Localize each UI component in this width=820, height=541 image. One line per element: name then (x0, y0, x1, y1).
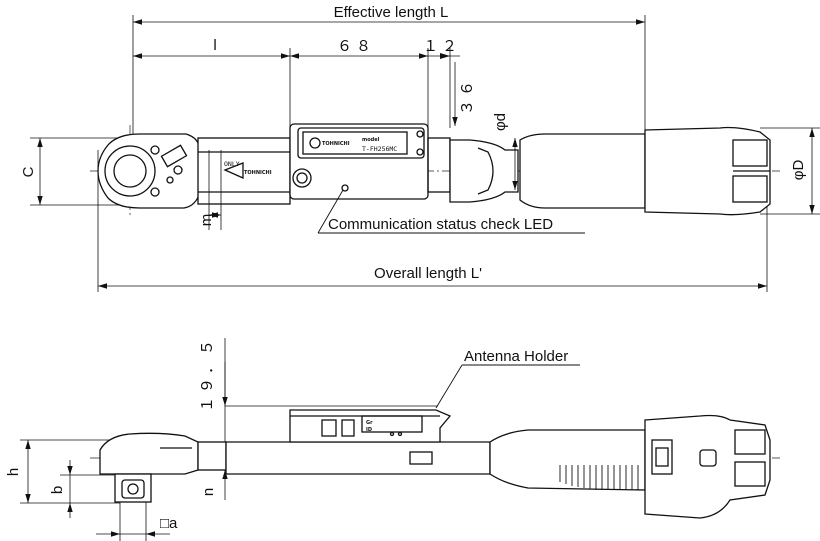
handle (449, 126, 771, 216)
dim-phi-d: φd (492, 113, 518, 190)
dim-12-label: １２ (423, 38, 461, 55)
dim-phi-D: φD (760, 127, 820, 215)
dim-h-label: h (5, 468, 22, 476)
length-chain-dimension: l ６８ １２ (133, 37, 461, 128)
dim-19-5: １９．５ (199, 336, 438, 445)
overall-length-label: Overall length L' (374, 265, 482, 282)
only-mark: ONLY (224, 160, 240, 168)
antenna-holder-label: Antenna Holder (464, 348, 568, 365)
panel-id-label: ID (366, 427, 372, 433)
dim-a: □a (96, 500, 178, 541)
dim-phi-D-label: φD (790, 160, 807, 181)
ratchet-head (97, 133, 201, 209)
led-callout-label: Communication status check LED (328, 216, 553, 233)
panel-gr-label: Gr (366, 420, 373, 426)
dim-b-label: b (49, 486, 66, 494)
side-view: １９．５ Antenna Holder h b (5, 336, 780, 541)
side-ratchet-head (99, 432, 199, 503)
head-brand-mark: TOHNICHI (244, 170, 272, 176)
side-shaft (197, 441, 491, 475)
communication-led (341, 184, 349, 192)
side-electronics-box: Gr ID (289, 409, 452, 443)
effective-length-label: Effective length L (334, 4, 449, 21)
dim-l-label: l (213, 37, 216, 54)
dim-C-label: C (20, 166, 37, 177)
top-view: Effective length L l ６８ １２ ３６ Overall le… (20, 4, 820, 292)
dim-C: C (20, 137, 120, 206)
model-label: model (362, 137, 380, 143)
dim-m-label: m (198, 214, 215, 227)
led-callout: Communication status check LED (317, 189, 585, 234)
overall-length-dimension: Overall length L' (97, 150, 768, 292)
dim-19-5-label: １９．５ (199, 336, 216, 412)
model-number: T-FH256MC (362, 145, 397, 153)
dim-36: ３６ (452, 62, 476, 126)
dim-68-label: ６８ (337, 38, 375, 55)
side-handle (489, 414, 771, 519)
electronics-panel: TOHNICHI model T-FH256MC (289, 123, 451, 200)
wrench-body: m ONLY TOHNICHI (197, 137, 291, 230)
dim-a-label: □a (160, 515, 178, 532)
dim-phi-d-label: φd (492, 113, 509, 131)
dim-n-label: n (200, 488, 217, 496)
dim-b: b (49, 460, 120, 518)
dim-36-label: ３６ (459, 77, 476, 115)
antenna-holder-callout: Antenna Holder (435, 348, 580, 409)
panel-brand-mark: TOHNICHI (322, 141, 350, 147)
grip-texture (559, 465, 639, 490)
